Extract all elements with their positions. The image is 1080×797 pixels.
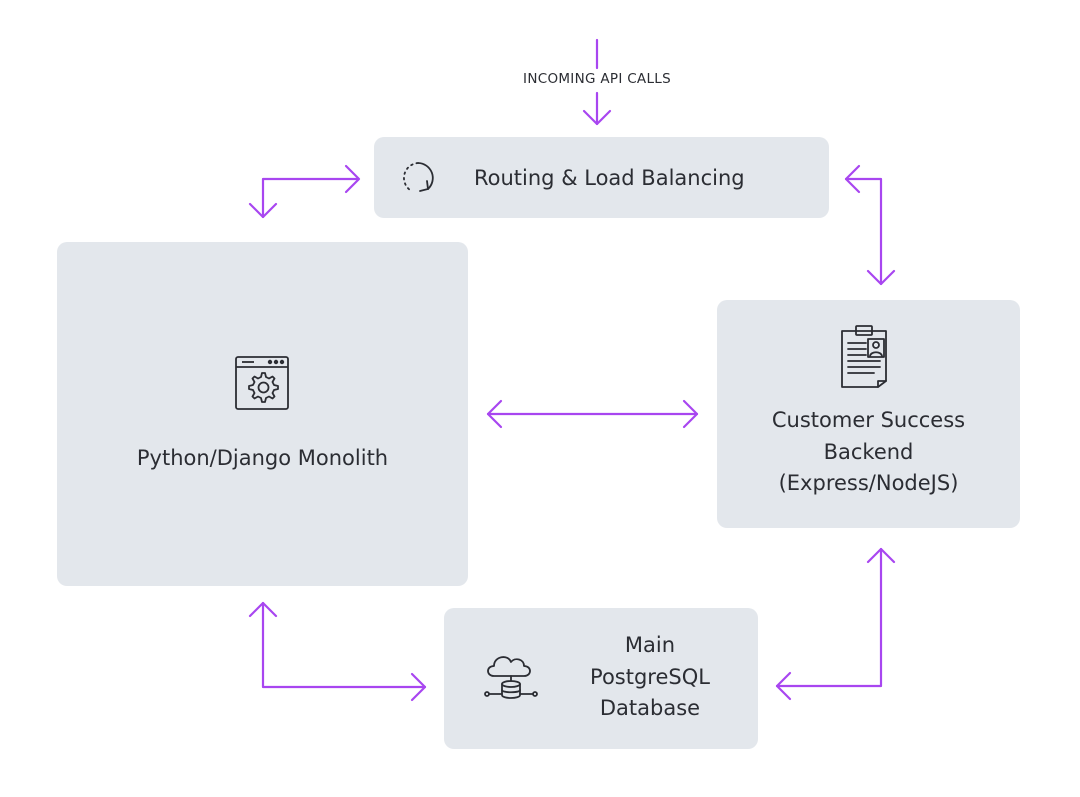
incoming-arrow bbox=[582, 38, 612, 126]
customer-label-line: Customer Success bbox=[771, 408, 966, 432]
customer-success-backend-node bbox=[717, 300, 1020, 528]
customer-label-line: Backend bbox=[823, 439, 914, 464]
circular-refresh-icon bbox=[403, 162, 434, 192]
routing-load-balancing-node bbox=[374, 137, 829, 218]
database-label-line: PostgreSQL bbox=[590, 664, 710, 689]
database-label-line: Main bbox=[624, 633, 676, 657]
routing-monolith-arrow bbox=[248, 164, 361, 219]
incoming-api-calls-label: INCOMING API CALLS bbox=[523, 71, 671, 87]
python-django-monolith-node bbox=[57, 242, 468, 586]
monolith-customer-arrow bbox=[486, 399, 699, 429]
routing-customer-arrow bbox=[844, 164, 896, 286]
customer-success-label: Customer Success Backend (Express/NodeJS… bbox=[717, 405, 1020, 500]
database-label: Main PostgreSQL Database bbox=[550, 630, 750, 725]
customer-label-line: (Express/NodeJS) bbox=[778, 471, 959, 495]
routing-label: Routing & Load Balancing bbox=[474, 166, 745, 190]
monolith-label: Python/Django Monolith bbox=[136, 446, 389, 470]
monolith-database-arrow bbox=[248, 601, 427, 702]
cloud-database-icon bbox=[484, 656, 538, 699]
customer-database-arrow bbox=[775, 547, 896, 701]
browser-gear-icon bbox=[235, 356, 289, 410]
clipboard-profile-icon bbox=[841, 325, 887, 388]
database-label-line: Database bbox=[599, 696, 701, 720]
postgresql-database-node bbox=[444, 608, 758, 749]
